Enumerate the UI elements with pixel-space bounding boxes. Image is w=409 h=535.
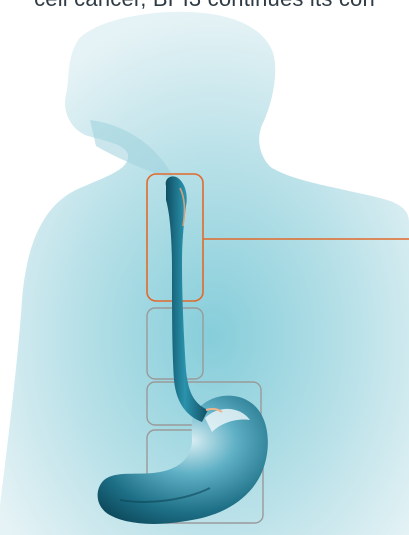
torso-illustration bbox=[0, 0, 409, 535]
anatomy-figure: cell cancer, BPI3 continues its con bbox=[0, 0, 409, 535]
